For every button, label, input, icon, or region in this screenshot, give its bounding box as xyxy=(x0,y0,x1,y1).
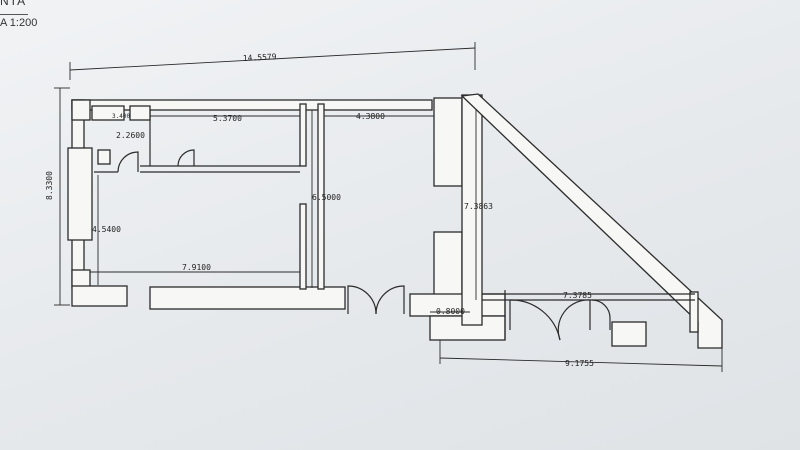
partition-top xyxy=(299,103,307,167)
right-end-post xyxy=(689,291,699,333)
bottom-wall-mid xyxy=(149,286,346,310)
bath-sink xyxy=(91,105,125,121)
dim-right-vertical: 7.3863 xyxy=(464,202,493,211)
dim-small-top: 3.400 xyxy=(112,113,130,120)
dim-total-top: 14.5579 xyxy=(243,52,277,63)
dim-bath-depth: 2.2600 xyxy=(116,131,145,140)
main-door-right xyxy=(375,285,405,315)
interior-partitions xyxy=(91,103,695,340)
dimension-lines xyxy=(54,42,723,372)
right-door-3 xyxy=(591,299,611,330)
room-door xyxy=(177,149,195,167)
bottom-wall-left xyxy=(71,285,128,307)
dim-partition: 6.5000 xyxy=(312,193,341,202)
right-door-1 xyxy=(509,299,561,341)
scale-label: A 1:200 xyxy=(0,17,38,29)
walls xyxy=(67,93,723,349)
dim-right-width: 7.3785 xyxy=(563,291,592,300)
left-window-block xyxy=(67,147,93,241)
bath-toilet xyxy=(129,105,151,121)
top-wall-left xyxy=(71,99,433,111)
small-fixture xyxy=(611,321,647,347)
dim-hall-top: 4.3800 xyxy=(356,112,385,121)
partition-bottom xyxy=(299,203,307,290)
dim-room-bottom: 7.9100 xyxy=(182,263,211,272)
doors xyxy=(117,149,611,341)
bath-fixture xyxy=(97,149,111,165)
internal-dimensions xyxy=(90,110,477,313)
dim-room-top: 5.3700 xyxy=(213,114,242,123)
right-door-2 xyxy=(557,299,591,341)
corner-top-left xyxy=(71,99,91,121)
plan-title: NTA xyxy=(0,0,27,8)
dim-left-inner: 4.5400 xyxy=(92,225,121,234)
dimension-labels: 14.5579 8.3300 3.400 2.2600 5.3700 4.380… xyxy=(45,52,594,368)
dim-bottom-total: 9.1755 xyxy=(565,359,594,368)
middle-column-top xyxy=(433,97,463,187)
partition-double xyxy=(317,103,325,290)
middle-column-bottom xyxy=(433,231,463,303)
bath-door xyxy=(117,151,139,173)
title-underline xyxy=(0,14,28,15)
main-door-left xyxy=(347,285,377,315)
dim-left-height: 8.3300 xyxy=(45,171,54,200)
dim-step: 0.8000 xyxy=(436,307,465,316)
corner-bottom-left xyxy=(71,269,91,289)
